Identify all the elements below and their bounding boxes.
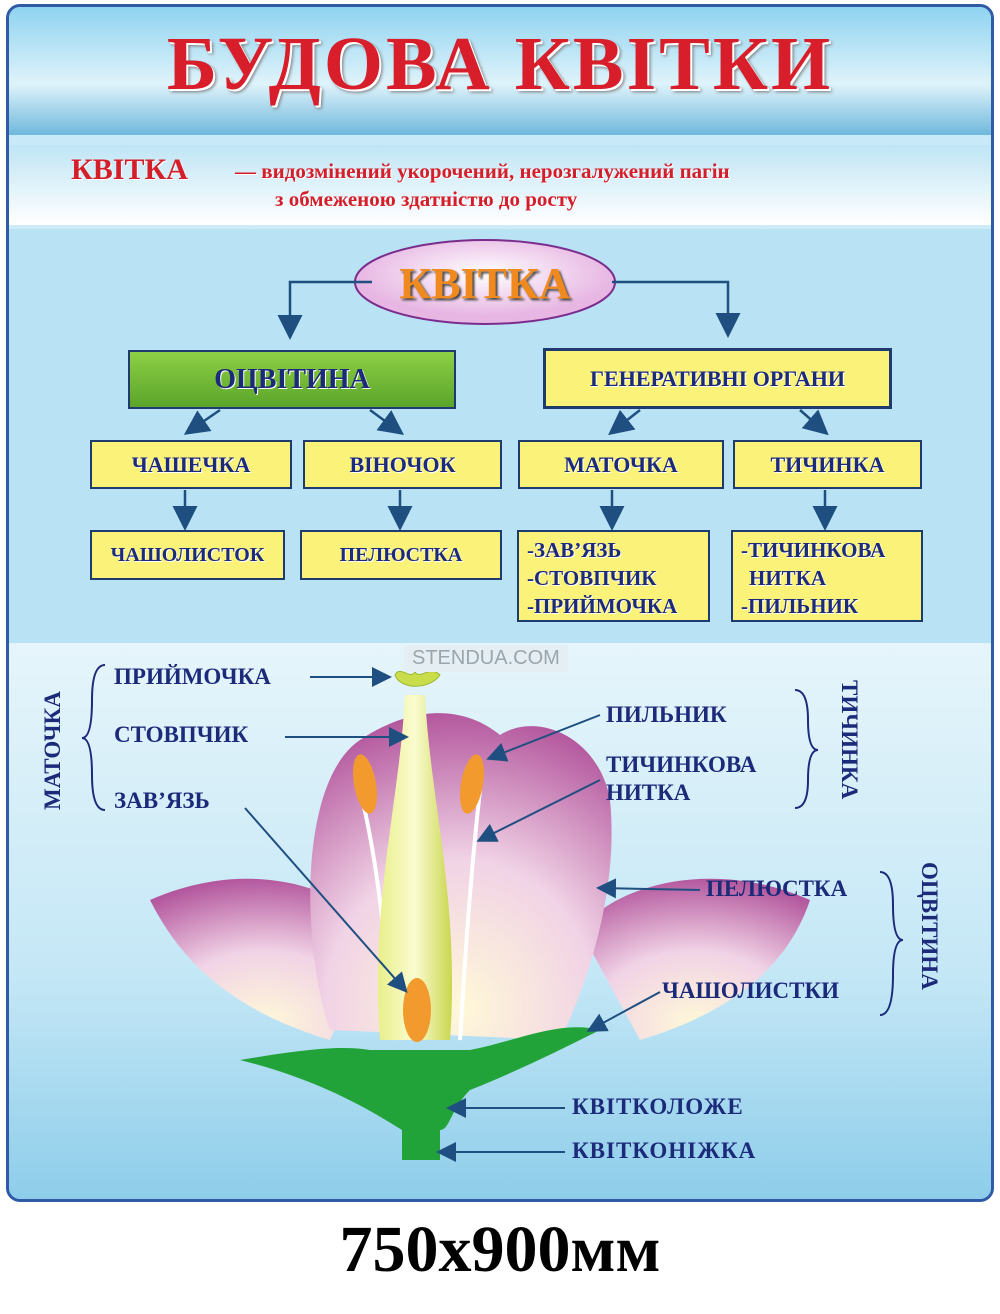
pistil-part: -СТОВПЧИК	[527, 566, 657, 590]
corolla-box: ВІНОЧОК	[303, 440, 502, 489]
root-label: КВІТКА	[399, 259, 571, 308]
pistil-part: -ЗАВ’ЯЗЬ	[527, 538, 622, 562]
flower-illustration	[150, 670, 810, 1160]
calyx-box: ЧАШЕЧКА	[90, 440, 292, 489]
pistil-box: МАТОЧКА	[518, 440, 724, 489]
pedicel-label: КВІТКОНІЖКА	[572, 1138, 757, 1163]
filament-label-2: НИТКА	[606, 780, 691, 805]
receptacle-label: КВІТКОЛОЖЕ	[572, 1094, 744, 1119]
filament-label-1: ТИЧИНКОВА	[606, 752, 757, 777]
petal-label: ПЕЛЮСТКА	[706, 876, 848, 901]
definition-line-2: з обмеженою здатністю до росту	[275, 187, 578, 211]
stamen-part: -ТИЧИНКОВА	[741, 538, 886, 562]
petal-box: ПЕЛЮСТКА	[300, 530, 502, 580]
definition-term: КВІТКА	[71, 153, 188, 186]
perianth-group-label: ОЦВІТИНА	[917, 862, 942, 990]
size-label: 750x900мм	[339, 1213, 661, 1286]
stamen-group-label: ТИЧИНКА	[837, 680, 862, 800]
perianth-box: ОЦВІТИНА	[128, 350, 456, 409]
generative-organs-box: ГЕНЕРАТИВНІ ОРГАНИ	[543, 348, 892, 409]
pistil-group-label: МАТОЧКА	[40, 691, 65, 810]
watermark: STENDUA.COM	[404, 645, 568, 672]
stamen-parts-box: -ТИЧИНКОВА НИТКА -ПИЛЬНИК	[731, 530, 923, 622]
stamen-box: ТИЧИНКА	[733, 440, 922, 489]
ovary-label: ЗАВ’ЯЗЬ	[114, 788, 210, 813]
definition-line-1: — видозмінений укорочений, нерозгалужени…	[235, 159, 730, 183]
stamen-part: НИТКА	[749, 566, 827, 590]
sepals-label: ЧАШОЛИСТКИ	[662, 978, 840, 1003]
anther-label: ПИЛЬНИК	[606, 702, 727, 727]
stigma-label: ПРИЙМОЧКА	[114, 664, 271, 689]
poster-title: БУДОВА КВІТКИ	[166, 22, 834, 106]
pistil-part: -ПРИЙМОЧКА	[527, 594, 678, 618]
sepal-box: ЧАШОЛИСТОК	[90, 530, 285, 580]
style-label: СТОВПЧИК	[114, 722, 249, 747]
pistil-parts-box: -ЗАВ’ЯЗЬ -СТОВПЧИК -ПРИЙМОЧКА	[517, 530, 710, 622]
stamen-part: -ПИЛЬНИК	[741, 594, 859, 618]
